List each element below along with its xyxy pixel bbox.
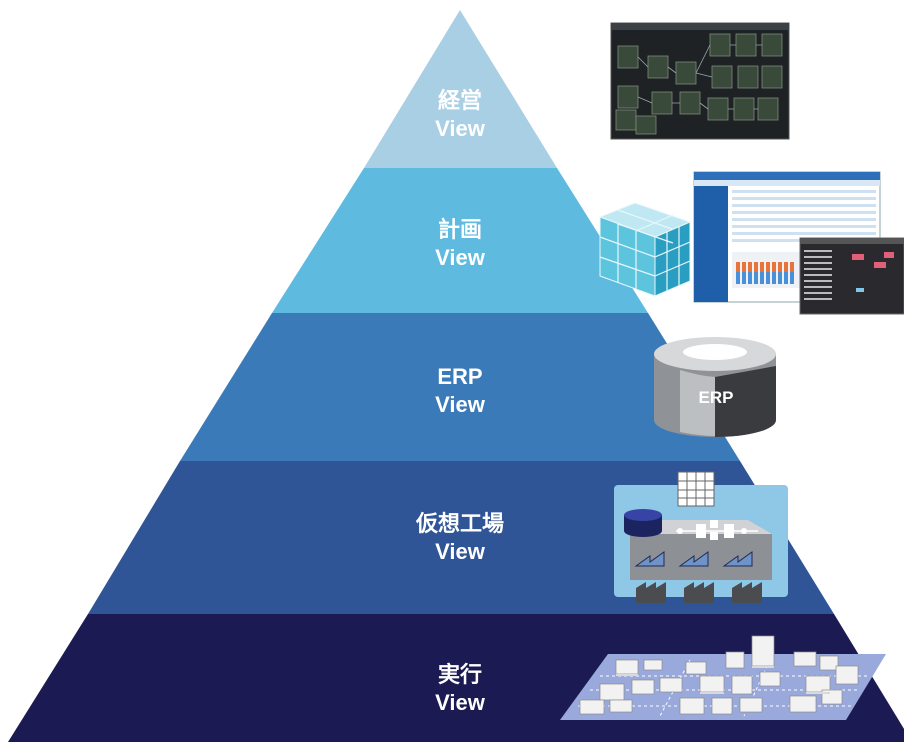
- gantt-screenshot-icon: [799, 237, 904, 315]
- tier-label-virtual-factory: 仮想工場 View: [330, 510, 590, 566]
- erp-database-icon: [654, 337, 776, 437]
- tier-erp: [180, 313, 740, 461]
- erp-cylinder-label: ERP: [698, 388, 734, 407]
- tier-label-line1: ERP: [437, 364, 483, 389]
- dashboard-screenshot-icon: [610, 22, 790, 140]
- virtual-factory-icon: [614, 471, 788, 603]
- tier-label-erp: ERP View: [330, 363, 590, 419]
- tier-label-keikaku: 計画 View: [330, 216, 590, 272]
- tier-keikaku: [272, 168, 648, 313]
- tier-label-line1: 計画: [437, 217, 482, 242]
- tier-label-line2: View: [435, 539, 485, 564]
- cube-icon: [598, 202, 692, 297]
- tier-label-line1: 仮想工場: [415, 511, 504, 536]
- tier-label-line1: 経営: [437, 88, 482, 113]
- tier-label-execution: 実行 View: [330, 661, 590, 717]
- tier-label-keiei: 経営 View: [330, 87, 590, 143]
- tier-label-line2: View: [435, 690, 485, 715]
- tier-label-line2: View: [435, 392, 485, 417]
- tier-label-line2: View: [435, 116, 485, 141]
- tier-label-line2: View: [435, 245, 485, 270]
- tier-label-line1: 実行: [437, 662, 482, 687]
- shop-floor-map-icon: [560, 635, 886, 720]
- tier-keiei: [364, 10, 557, 168]
